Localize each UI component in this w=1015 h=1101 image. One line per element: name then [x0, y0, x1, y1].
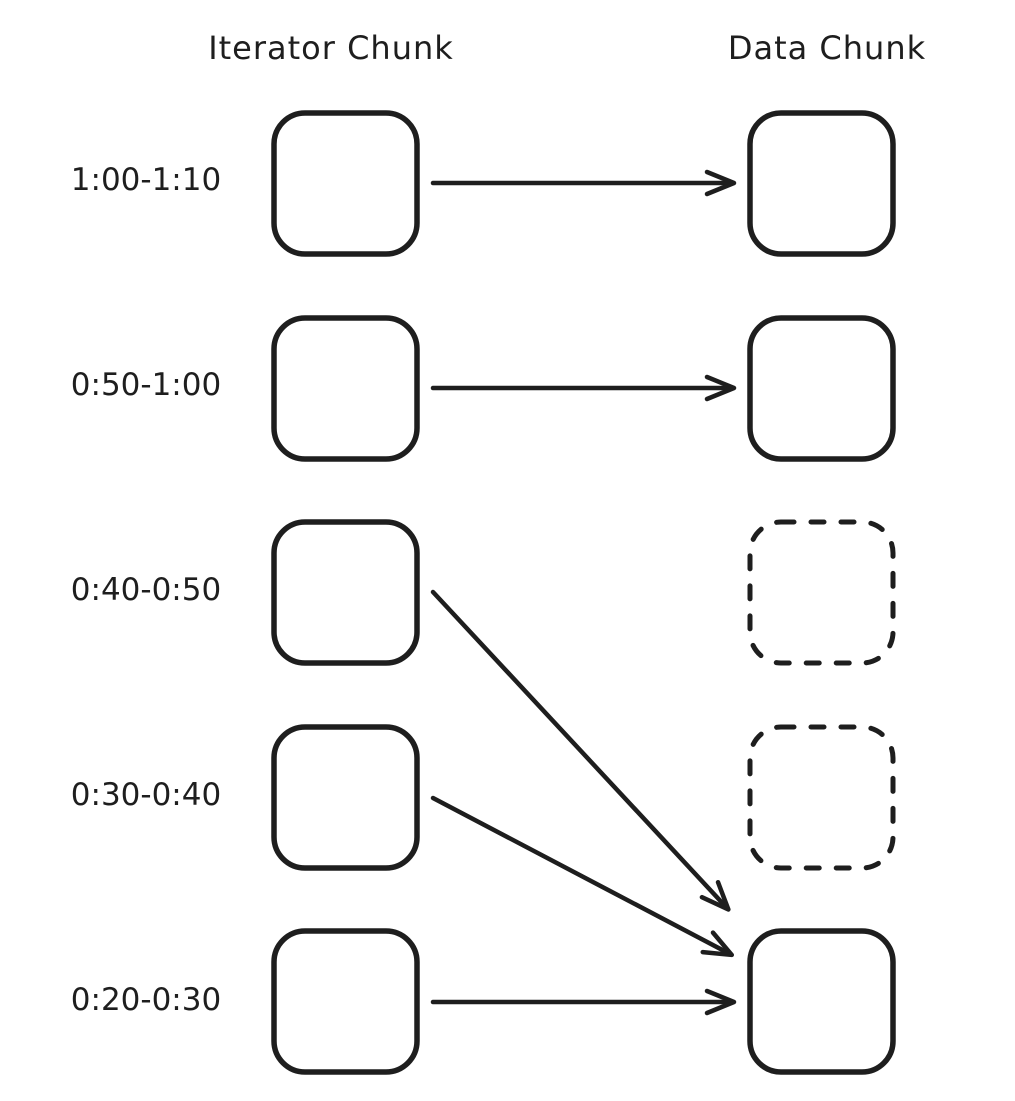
iterator-chunk-box-3 — [271, 519, 420, 666]
column-header-data-chunk: Data Chunk — [727, 29, 927, 67]
column-header-iterator-chunk: Iterator Chunk — [208, 29, 454, 67]
data-chunk-box-5 — [747, 928, 896, 1075]
iterator-chunk-box-2 — [271, 315, 420, 462]
arrow-row4-diagonal-to-bottom — [430, 795, 735, 958]
arrow-row3-diagonal-to-bottom — [430, 589, 731, 912]
row-label-5: 0:20-0:30 — [70, 982, 222, 1018]
data-chunk-box-2 — [747, 315, 896, 462]
iterator-chunk-box-5 — [271, 928, 420, 1075]
data-chunk-box-4-dashed — [747, 724, 896, 871]
iterator-chunk-box-1 — [271, 110, 420, 257]
data-chunk-box-3-dashed — [747, 519, 896, 666]
data-chunk-box-1 — [747, 110, 896, 257]
iterator-chunk-box-4 — [271, 724, 420, 871]
row-label-4: 0:30-0:40 — [70, 777, 222, 813]
row-label-3: 0:40-0:50 — [70, 572, 222, 608]
row-label-2: 0:50-1:00 — [70, 367, 222, 403]
row-label-1: 1:00-1:10 — [70, 162, 222, 198]
